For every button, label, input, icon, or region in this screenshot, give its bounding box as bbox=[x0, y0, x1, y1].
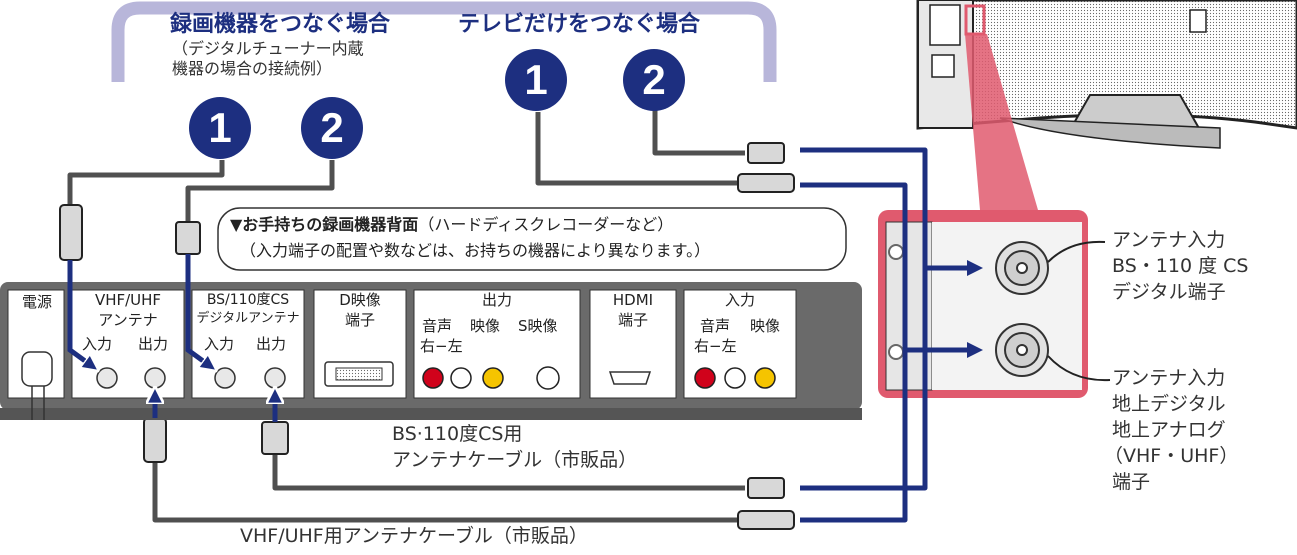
cable-vhf-label: VHF/UHF用アンテナケーブル（市販品） bbox=[240, 525, 588, 547]
label-bs-2: デジタルアンテナ bbox=[196, 311, 300, 326]
plug-rec-1 bbox=[59, 204, 83, 261]
note-bold: ▼お手持ちの録画機器背面 bbox=[230, 215, 419, 234]
arrow-rec-in-bs bbox=[185, 254, 210, 366]
plug-tv-only-1 bbox=[737, 173, 795, 193]
tv-illustration bbox=[916, 0, 1297, 149]
tv-bs-label-1: アンテナ入力 bbox=[1112, 229, 1226, 251]
label-rl-in: 右−左 bbox=[694, 337, 737, 355]
zoom-connector bbox=[965, 34, 1038, 210]
label-av-out: 出力 bbox=[481, 291, 512, 309]
label-av-in: 入力 bbox=[724, 291, 755, 309]
blue-line-terr bbox=[800, 182, 984, 359]
plug-rec-2 bbox=[175, 221, 201, 255]
label-vhf-in: 入力 bbox=[82, 335, 113, 353]
label-rl: 右−左 bbox=[420, 337, 463, 355]
header-bracket bbox=[111, 1, 777, 82]
cable-tv-only-2 bbox=[652, 110, 745, 156]
note-bubble bbox=[217, 207, 847, 271]
tv-terr-label-4: （VHF・UHF） bbox=[1104, 445, 1239, 467]
cable-rec-2 bbox=[185, 160, 335, 222]
note-line-2: （入力端子の配置や数などは、お持ちの機器により異なります。） bbox=[240, 241, 711, 260]
plug-vhf-bottom bbox=[737, 510, 795, 530]
recorder-panel bbox=[0, 282, 862, 420]
label-bs-in: 入力 bbox=[204, 335, 235, 353]
cable-bs-out bbox=[272, 455, 745, 491]
tv-bs-label-3: デジタル端子 bbox=[1112, 281, 1226, 303]
badge-tv-only-1: 1 bbox=[505, 49, 567, 111]
blue-line-bs bbox=[800, 147, 984, 277]
svg-text:1: 1 bbox=[524, 56, 547, 103]
recorder-subtitle-2: 機器の場合の接続例） bbox=[172, 59, 333, 78]
label-video: 映像 bbox=[470, 317, 501, 335]
svg-text:2: 2 bbox=[642, 56, 665, 103]
recorder-title: 録画機器をつなぐ場合 bbox=[170, 12, 391, 37]
label-d-2: 端子 bbox=[344, 311, 375, 329]
blue-line-bs-bottom bbox=[800, 268, 928, 491]
blue-line-vhf-bottom bbox=[800, 350, 908, 523]
arrow-rec-in-vhf bbox=[67, 260, 92, 366]
cable-bs-label-2: アンテナケーブル（市販品） bbox=[392, 449, 638, 471]
label-hdmi-1: HDMI bbox=[612, 291, 654, 309]
cable-bs-label-1: BS·110度CS用 bbox=[392, 423, 523, 445]
tv-terr-label-5: 端子 bbox=[1112, 471, 1151, 493]
cable-tv-only-1 bbox=[535, 112, 740, 186]
tv-terminal-panel bbox=[878, 210, 1088, 398]
tv-terr-label-2: 地上デジタル bbox=[1112, 393, 1226, 415]
label-audio-in: 音声 bbox=[700, 317, 731, 335]
label-audio: 音声 bbox=[422, 317, 453, 335]
label-bs-out: 出力 bbox=[256, 335, 287, 353]
tv-terrestrial-connector bbox=[995, 323, 1049, 377]
badge-tv-only-2: 2 bbox=[623, 49, 685, 111]
tv-only-title: テレビだけをつなぐ場合 bbox=[458, 12, 701, 37]
note-line-1: ▼お手持ちの録画機器背面（ハードディスクレコーダーなど） bbox=[230, 215, 674, 234]
label-vhf-1: VHF/UHF bbox=[94, 291, 162, 309]
plug-bs-out bbox=[261, 421, 289, 455]
tv-terr-label-3: 地上アナログ bbox=[1112, 419, 1226, 441]
label-bs-1: BS/110度CS bbox=[206, 292, 290, 308]
label-video-in: 映像 bbox=[750, 317, 781, 335]
svg-text:2: 2 bbox=[320, 104, 343, 151]
label-vhf-out: 出力 bbox=[138, 335, 169, 353]
tv-bs-connector bbox=[995, 241, 1049, 295]
note-rest: （ハードディスクレコーダーなど） bbox=[418, 215, 674, 234]
tv-bs-label-2: BS・110 度 CS bbox=[1112, 255, 1249, 277]
cable-vhf-out bbox=[152, 460, 740, 523]
label-power: 電源 bbox=[21, 293, 52, 311]
label-svideo: S映像 bbox=[518, 317, 558, 335]
badge-recorder-1: 1 bbox=[189, 97, 251, 159]
cable-rec-1 bbox=[67, 160, 225, 205]
recorder-subtitle-1: （デジタルチューナー内蔵 bbox=[172, 39, 364, 58]
plug-tv-only-2 bbox=[747, 142, 785, 164]
label-vhf-2: アンテナ bbox=[98, 311, 158, 329]
tv-terr-label-1: アンテナ入力 bbox=[1112, 367, 1226, 389]
svg-text:1: 1 bbox=[208, 104, 231, 151]
label-hdmi-2: 端子 bbox=[617, 311, 648, 329]
plug-bs-bottom bbox=[747, 477, 785, 499]
badge-recorder-2: 2 bbox=[301, 97, 363, 159]
label-d-1: D映像 bbox=[339, 291, 381, 309]
plug-vhf-out bbox=[143, 417, 167, 463]
